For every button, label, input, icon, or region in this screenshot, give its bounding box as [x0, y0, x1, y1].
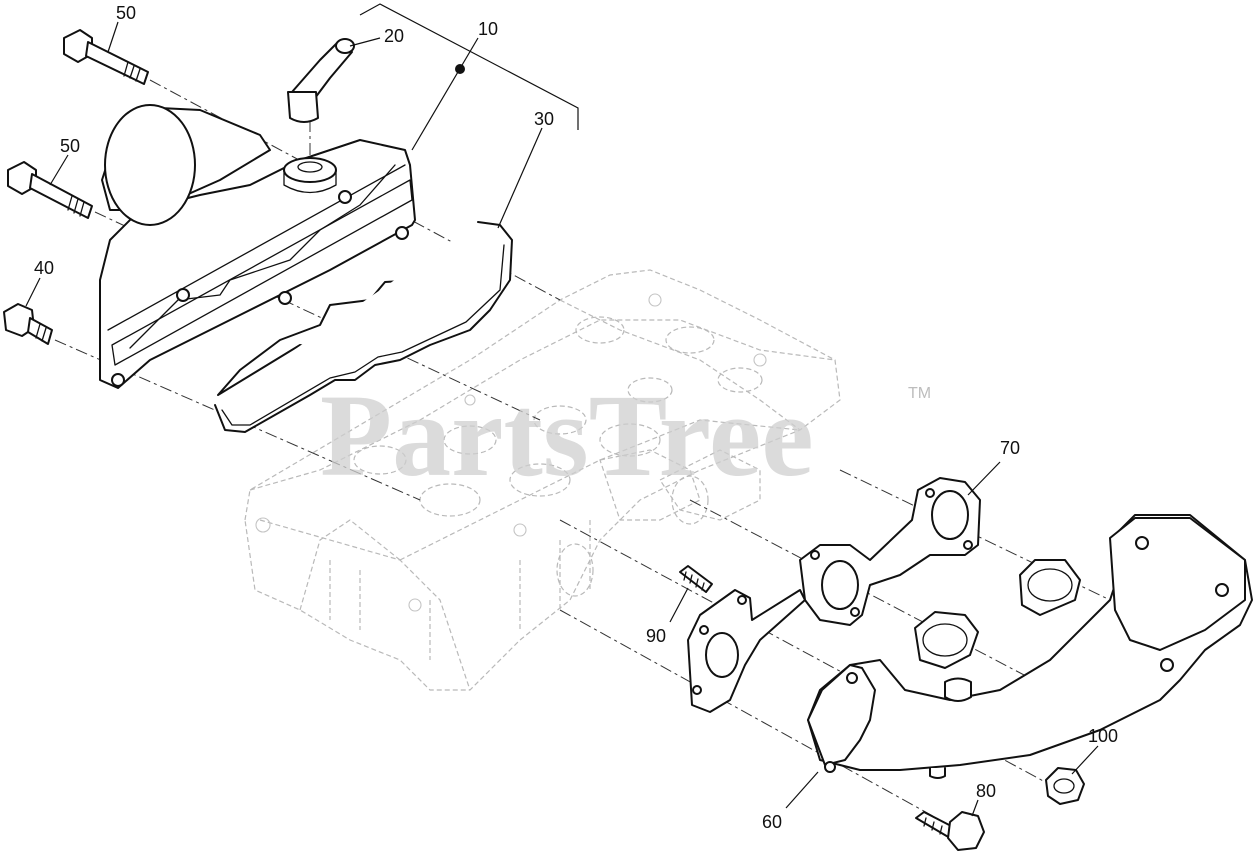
watermark: PartsTree TM — [320, 370, 931, 501]
callout-50-lower: 50 — [60, 136, 80, 156]
bolt-50-upper — [63, 29, 149, 85]
callout-40: 40 — [34, 258, 54, 278]
callout-labels: 50 20 10 30 50 40 70 90 100 80 60 — [34, 3, 1118, 832]
leader-lines — [25, 21, 1099, 817]
callout-10: 10 — [478, 19, 498, 39]
exhaust-manifold — [807, 514, 1253, 779]
manifold-gasket-60 — [687, 589, 806, 713]
manifold-gasket-70 — [799, 477, 981, 626]
callout-30: 30 — [534, 109, 554, 129]
cylinder-head-ghost — [244, 269, 841, 691]
watermark-trademark: TM — [908, 385, 931, 402]
callout-20: 20 — [384, 26, 404, 46]
nut-100 — [1045, 767, 1085, 805]
callout-90: 90 — [646, 626, 666, 646]
cover-gasket — [214, 221, 513, 433]
callout-80: 80 — [976, 781, 996, 801]
callout-50-upper: 50 — [116, 3, 136, 23]
stud-90 — [679, 565, 713, 593]
callout-60: 60 — [762, 812, 782, 832]
callout-70: 70 — [1000, 438, 1020, 458]
bolt-80 — [915, 811, 985, 851]
bolt-40 — [3, 303, 53, 345]
watermark-brand: PartsTree — [320, 370, 814, 501]
valve-cover — [99, 104, 416, 389]
breather-hose — [287, 38, 355, 123]
bolt-50-lower — [7, 161, 93, 219]
callout-100: 100 — [1088, 726, 1118, 746]
